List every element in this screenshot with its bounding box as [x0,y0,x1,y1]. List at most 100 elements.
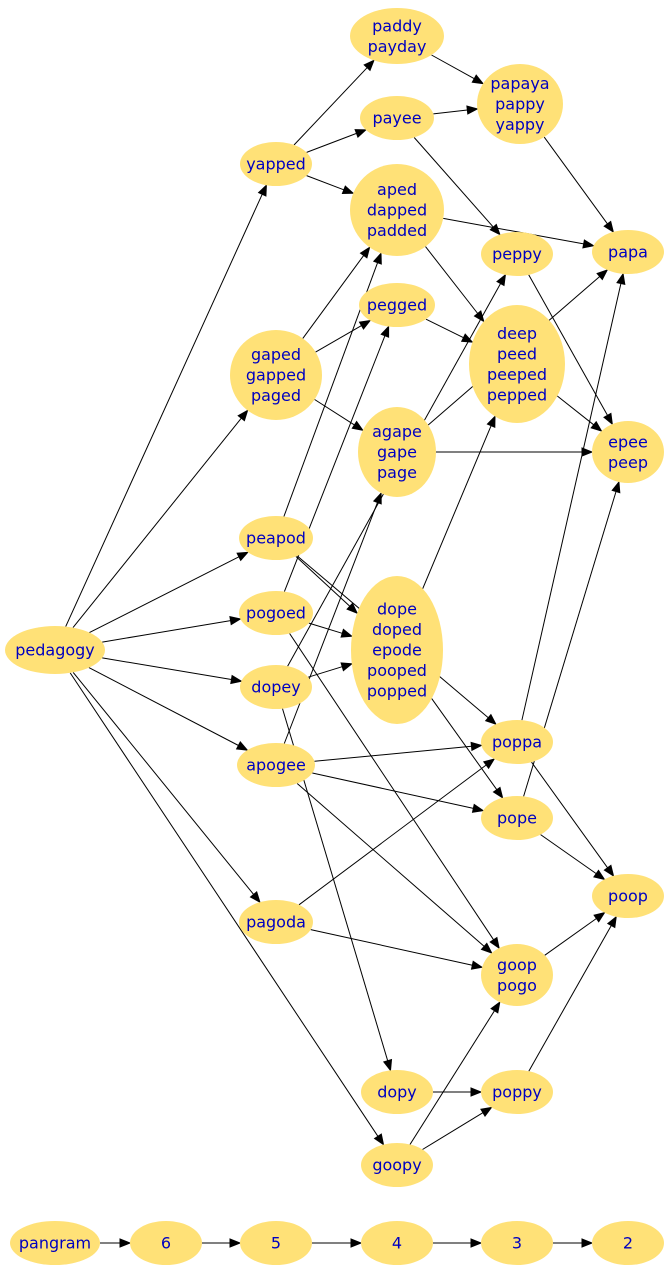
edge-line [425,246,479,314]
edge-line [312,772,474,809]
edge-agape-to-epee [436,447,594,457]
edge-line [556,395,595,426]
node-label: papaya [490,74,549,93]
arrowhead [351,420,364,432]
arrowhead [340,662,354,672]
edge-apogee-to-pope [312,772,485,813]
node-label: pegged [367,296,427,315]
edge-pegged-to-deep [425,318,474,343]
edge-r6-to-r5 [202,1238,242,1248]
edge-line [310,929,473,966]
arrowhead [470,1238,483,1248]
edge-pedagogy-to-apogee [88,667,249,751]
node-label: 5 [271,1234,281,1253]
edge-aped-to-papa [443,217,595,249]
edge-pangram-to-r6 [100,1238,132,1248]
edge-goop-to-poop [544,911,606,956]
node-r5: 5 [240,1221,312,1265]
node-label: dope [377,600,417,619]
node-r4: 4 [361,1221,433,1265]
node-label: peapod [246,529,306,548]
node-ellipse [592,874,664,918]
node-ellipse [592,421,664,483]
edge-line [315,325,362,353]
edge-line [422,425,492,589]
node-ellipse [592,1221,664,1265]
arrowhead [616,272,626,286]
node-ellipse [239,516,313,560]
edge-dope-to-deep [422,415,496,589]
edge-line [306,175,344,191]
arrowhead [593,911,606,923]
node-r2: 2 [592,1221,664,1265]
node-yapped: yapped [240,142,312,186]
node-ellipse [481,720,553,764]
arrowhead [372,491,382,505]
node-ellipse [481,796,553,840]
edge-goopy-to-goop [409,1001,501,1145]
node-label: peep [608,453,648,472]
node-ellipse [359,283,435,327]
arrowhead [237,409,249,422]
edge-line [298,764,487,906]
edge-r5-to-r4 [312,1238,363,1248]
edge-pedagogy-to-dopey [102,657,243,685]
arrowhead [119,1238,132,1248]
edge-line [102,620,231,643]
node-label: poppa [492,733,542,752]
edge-line [543,136,608,225]
arrowhead [350,1238,363,1248]
edge-line [528,274,608,416]
node-label: epode [372,641,422,660]
edge-line [72,417,242,628]
node-label: paged [251,386,301,405]
node-label: deep [497,324,537,343]
edge-goopy-to-poppy [422,1106,493,1150]
node-r6: 6 [130,1221,202,1265]
node-ellipse [240,665,312,709]
node-peppy: peppy [481,232,553,276]
node-ellipse [350,164,444,256]
node-ellipse [469,305,565,423]
node-label: apogee [246,756,306,775]
node-goopy: goopy [361,1143,433,1187]
arrowhead [470,960,484,970]
edge-line [413,137,494,228]
node-papa: papa [592,230,664,274]
arrowhead [340,628,354,638]
arrowhead [603,412,613,426]
node-label: goopy [372,1156,421,1175]
arrowhead [486,415,496,428]
node-ellipse [5,626,105,674]
edge-yapped-to-aped [306,175,355,195]
node-ellipse [10,1221,100,1265]
arrowhead [354,129,368,138]
edge-line [528,925,612,1072]
node-ellipse [481,232,553,276]
arrowhead [581,1238,594,1248]
edge-line [431,698,498,790]
arrowhead [470,741,483,752]
node-poppa: poppa [481,720,553,764]
edge-pedagogy-to-peapod [89,551,249,634]
node-ellipse [351,576,443,724]
edge-dope-to-pope [431,698,504,799]
node-ellipse [230,330,322,420]
node-label: pepped [487,385,547,404]
edge-line [425,318,464,339]
edge-pedagogy-to-pagoda [72,672,261,904]
arrowhead [373,1133,385,1146]
edge-layer [65,54,626,1248]
edge-pedagogy-to-gaped [72,409,249,628]
arrowhead [229,1238,242,1248]
arrowhead [489,936,500,950]
edge-pogoed-to-dope [308,622,354,638]
edge-line [433,109,468,115]
